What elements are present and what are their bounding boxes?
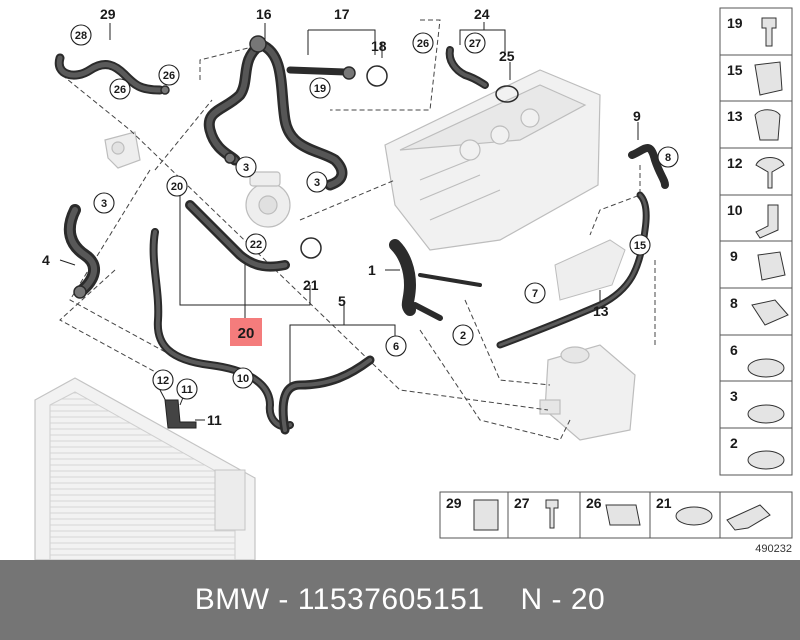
heater-bracket [554,239,626,301]
legend-right: 19 15 13 12 10 9 8 6 3 2 [719,7,793,476]
callout-3-b: 3 [314,177,320,189]
hoses [54,39,669,435]
callout-7: 9 [633,108,641,124]
callout-16: 16 [256,6,272,22]
parts-diagram: 29 16 17 18 24 25 9 4 1 21 5 13 11 20 [34,6,793,560]
callout-1: 1 [368,262,376,278]
legend-6: 6 [730,342,738,358]
callout-19: 19 [314,83,326,95]
callout-23: 22 [250,239,262,251]
position-number: N - 20 [520,583,606,616]
callout-15: 15 [634,240,646,252]
callout-3-c: 3 [101,198,107,210]
clip-icon [754,61,783,96]
callout-5: 5 [338,293,346,309]
callout-28: 29 [100,6,116,22]
legend-12: 12 [727,155,743,171]
expansion-rivet-icon [755,157,785,189]
hose-clamp-icon [747,358,785,378]
callout-8: 8 [665,152,671,164]
rings [73,35,519,299]
water-pump [245,171,291,228]
clamp-21-icon [675,506,713,526]
screw-icon [545,499,559,529]
callout-20: 20 [238,325,255,342]
legend-13: 13 [727,108,743,124]
part-number: BMW - 11537605151 [194,583,485,616]
callout-18: 18 [371,38,387,54]
bracket-part [164,399,197,429]
legend-15: 15 [727,62,743,78]
clip-bracket-icon [754,109,781,141]
callout-14: 13 [593,303,609,319]
legend-2: 2 [730,435,738,451]
legend-3: 3 [730,388,738,404]
callout-27: 27 [469,38,481,50]
legend-19: 19 [727,15,743,31]
expansion-tank [539,344,636,441]
callout-3-a: 3 [243,162,249,174]
thermostat [104,131,141,169]
callout-numbers: 29 16 17 18 24 25 9 4 1 21 5 13 11 [42,6,641,428]
bolt-icon [761,17,777,47]
hose-connector-icon [757,251,786,281]
callout-12: 11 [181,384,193,396]
callout-22: 21 [303,277,319,293]
circled-callouts [70,24,679,400]
double-clip-icon [751,299,789,326]
image-code: 490232 [755,543,792,555]
legend-9: 9 [730,248,738,264]
callout-29: 28 [75,30,87,42]
wire-clamp-icon [747,450,785,470]
bracket-icon [755,204,779,239]
legend-26: 26 [586,495,602,511]
callout-13: 12 [157,375,169,387]
callout-26-c: 26 [417,38,429,50]
legend-10: 10 [727,202,743,218]
legend-21: 21 [656,495,672,511]
circled-callout-numbers: 28 26 26 19 26 27 3 3 3 20 22 8 7 15 2 6… [75,30,671,396]
callout-26-a: 26 [114,84,126,96]
callout-2: 2 [460,330,466,342]
legend-bottom: 29 27 26 21 [439,491,793,539]
legend-27: 27 [514,495,530,511]
callout-6: 6 [393,341,399,353]
callout-10: 10 [237,373,249,385]
engine-block [384,69,601,251]
callout-4: 4 [42,252,50,268]
leader-lines [59,19,656,441]
spring-clamp-icon [747,404,785,424]
callout-25: 25 [499,48,515,64]
legend-29: 29 [446,495,462,511]
callout-21: 20 [171,181,183,193]
footer-bar: BMW - 11537605151 N - 20 [0,560,800,640]
arrow-icon [726,504,771,531]
highlighted-part-box: 20 [230,318,262,346]
clamp-26-icon [605,504,641,526]
callout-26-b: 26 [163,70,175,82]
legend-8: 8 [730,295,738,311]
callout-11: 11 [207,412,222,428]
callout-24: 24 [474,6,490,22]
clip-29-icon [473,499,499,531]
radiator [34,377,256,560]
callout-9: 7 [532,288,538,300]
callout-17: 17 [334,6,350,22]
